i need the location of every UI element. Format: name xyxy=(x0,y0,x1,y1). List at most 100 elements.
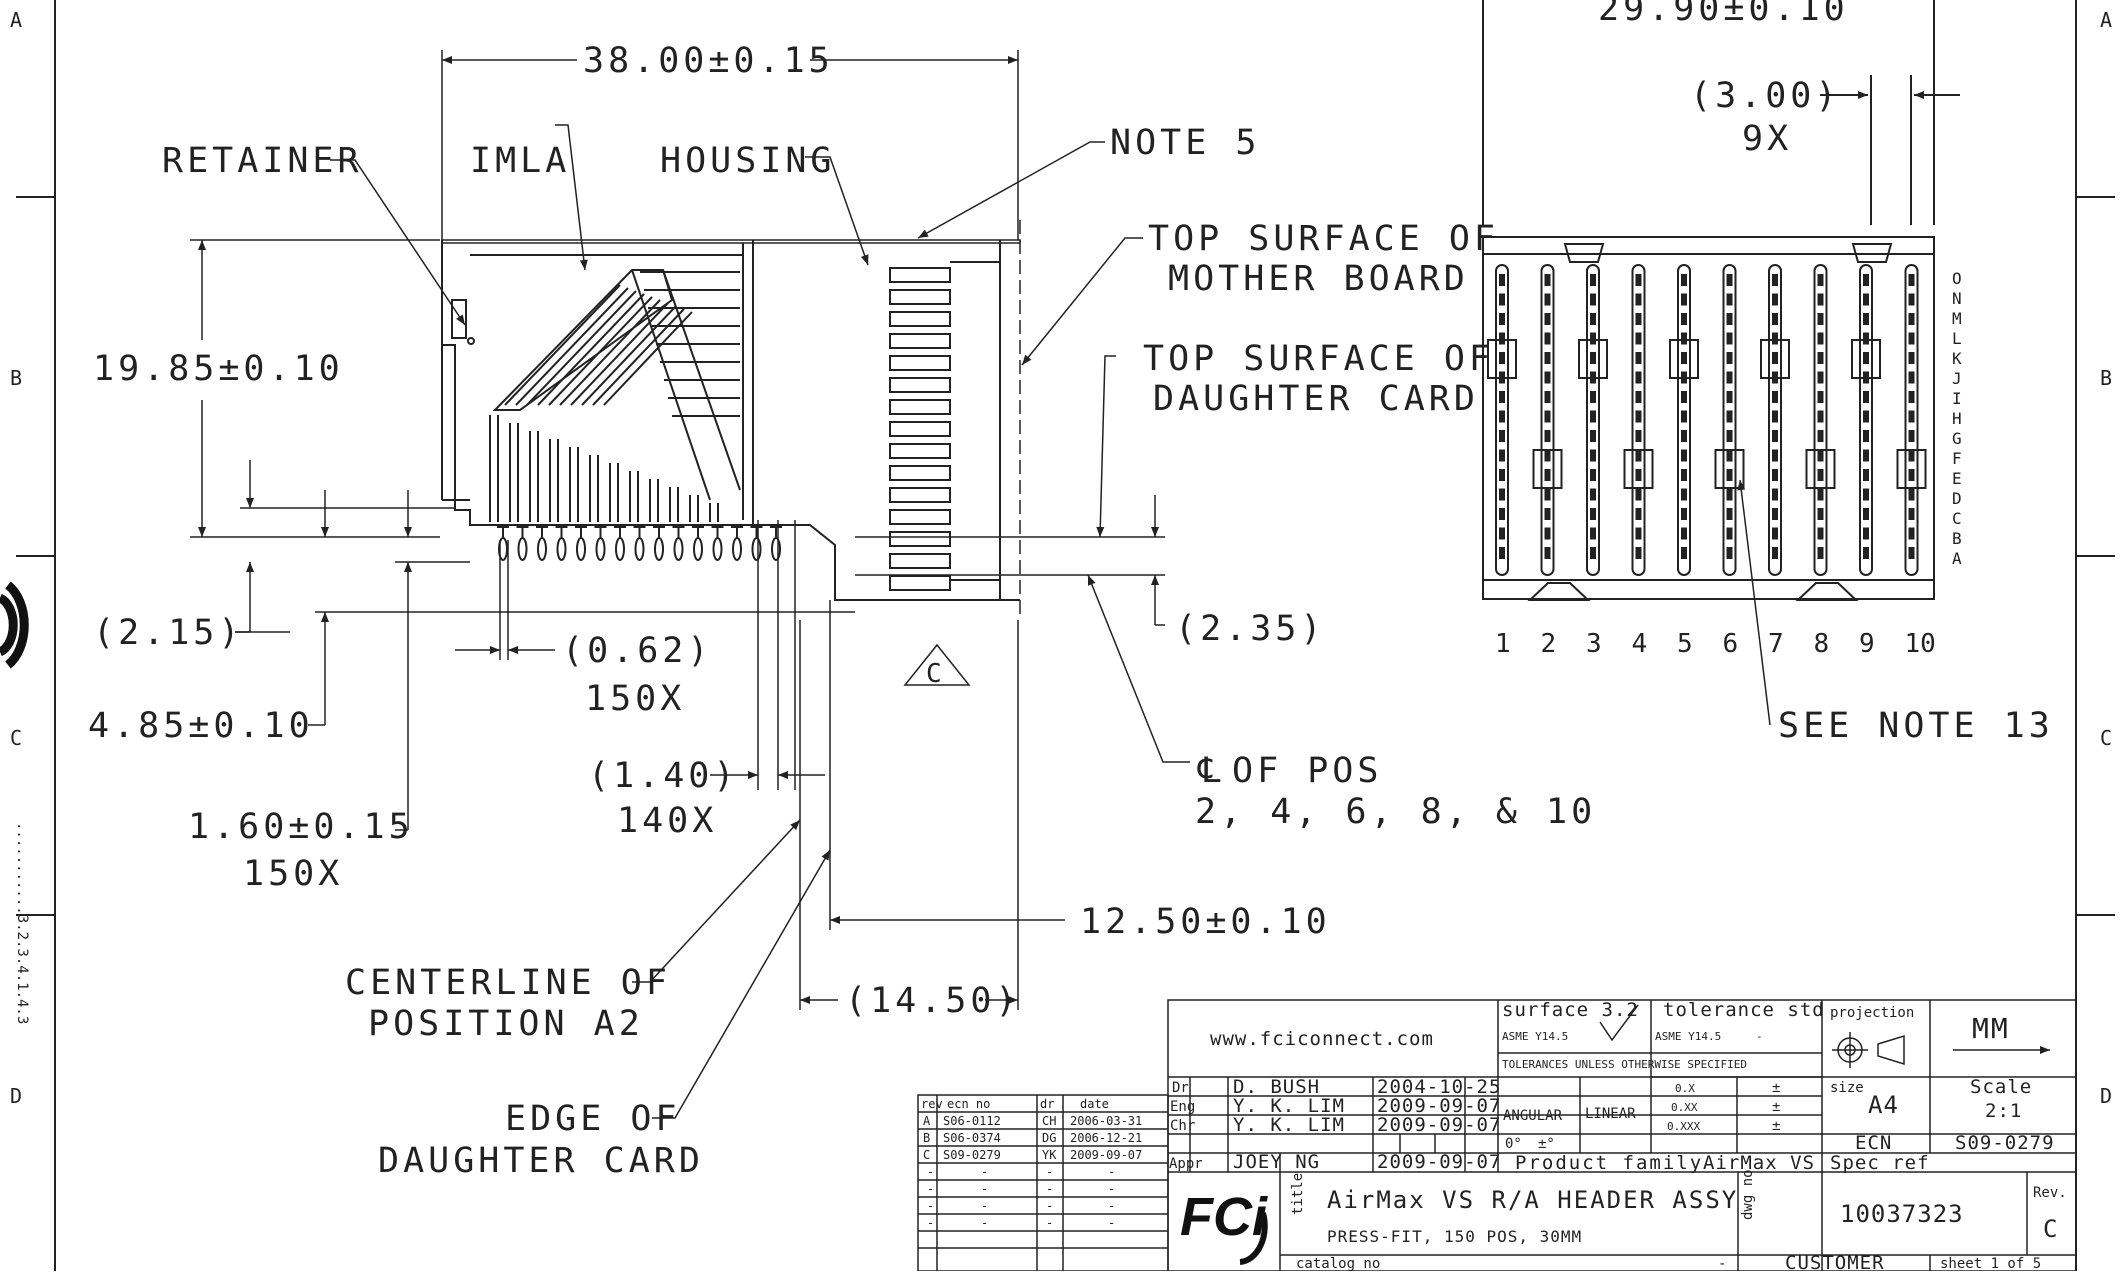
dim-3-00: (3.00) xyxy=(1690,76,1840,116)
tb-customer: CUSTOMER xyxy=(1785,1252,1885,1271)
tb-ecn-label: ECN xyxy=(1855,1132,1892,1154)
dim-12-50: 12.50±0.10 xyxy=(1080,902,1331,942)
dim-14-50: (14.50) xyxy=(845,981,1021,1021)
press-fit-pin xyxy=(555,525,568,561)
tb-catalog-label: catalog no xyxy=(1296,1256,1380,1271)
press-fit-pin xyxy=(536,525,548,561)
imla-lead-diagonal xyxy=(504,284,621,406)
connector-end-view xyxy=(1482,0,1960,601)
tb-scale: 2:1 xyxy=(1985,1100,2022,1122)
title-block-grid xyxy=(1167,999,2077,1272)
column-number: 10 xyxy=(1905,629,1936,659)
row-letter: G xyxy=(1952,429,1962,448)
imla-lead-vertical xyxy=(569,447,579,522)
tb-size-label: size xyxy=(1830,1080,1864,1096)
press-fit-pins xyxy=(497,525,782,561)
label-centerline-symbol: ℄ xyxy=(1197,751,1224,791)
tb-catalog-dash: - xyxy=(1718,1256,1726,1271)
column-number: 5 xyxy=(1677,629,1693,659)
label-centerline-2: POSITION A2 xyxy=(368,1004,644,1044)
column-number: 8 xyxy=(1814,629,1830,659)
imla-lead-vertical xyxy=(709,503,719,522)
imla-lead-vertical xyxy=(589,455,599,522)
zone-letter-right-c: C xyxy=(2100,726,2112,750)
tb-tolerance-std: tolerance std xyxy=(1663,999,1825,1021)
tb-angular-val-1: 0° xyxy=(1505,1136,1522,1152)
revision-triangle: C xyxy=(903,643,971,689)
revision-cell: CH xyxy=(1042,1114,1056,1128)
tb-lin-0x: 0.X xyxy=(1675,1082,1695,1095)
revision-cell: - xyxy=(1108,1165,1115,1179)
row-letter: D xyxy=(1952,489,1962,508)
imla-lead-diagonal xyxy=(548,296,653,406)
tb-title-label: title xyxy=(1290,1173,1306,1215)
revision-header: ecn no xyxy=(947,1097,990,1111)
tb-role-eng: Eng xyxy=(1170,1099,1195,1115)
revision-cell: - xyxy=(1046,1182,1053,1196)
revision-cell: S09-0279 xyxy=(943,1148,1001,1162)
zone-letter-left-a: A xyxy=(10,8,22,32)
revision-triangle-letter: C xyxy=(926,659,942,689)
revision-cell: - xyxy=(981,1216,988,1230)
imla-lead-vertical xyxy=(489,415,499,522)
row-letter: J xyxy=(1952,369,1962,388)
side-vertical-text: ...........3.2.3.4.1.4.3 xyxy=(14,822,30,1024)
end-view-wafer xyxy=(1623,264,1654,576)
label-imla: IMLA xyxy=(470,141,570,181)
imla-lead-diagonal xyxy=(570,302,669,406)
row-letter: F xyxy=(1952,449,1962,468)
tb-angular: ANGULAR xyxy=(1503,1108,1563,1124)
imla-lead-vertical xyxy=(529,431,539,522)
imla-lead-vertical xyxy=(689,495,699,522)
zone-letter-right-a: A xyxy=(2100,8,2112,32)
revision-cell: S06-0374 xyxy=(943,1131,1001,1145)
end-view-wafer xyxy=(1714,264,1745,576)
label-top-daughter-2: DAUGHTER CARD xyxy=(1153,379,1479,419)
revision-cell: - xyxy=(1108,1216,1115,1230)
end-view-wafer xyxy=(1532,264,1563,576)
retainer-tab xyxy=(451,299,467,339)
tb-tol-unless: TOLERANCES UNLESS OTHERWISE SPECIFIED xyxy=(1502,1058,1747,1071)
imla-lead-vertical xyxy=(629,471,639,522)
zone-letter-left-d: D xyxy=(10,1084,22,1108)
tb-lin-0xxx: 0.XXX xyxy=(1667,1120,1700,1133)
tb-title-1: AirMax VS R/A HEADER ASSY xyxy=(1327,1186,1738,1214)
imla-lead-vertical xyxy=(609,463,619,522)
revision-cell: C xyxy=(923,1148,930,1162)
revision-cell: - xyxy=(927,1199,934,1213)
tb-surface-std: ASME Y14.5 xyxy=(1502,1030,1568,1043)
press-fit-pin xyxy=(594,525,607,561)
imla-lead-diagonal xyxy=(603,311,693,406)
dim-29-90-partial: 29.90±0.10 xyxy=(1598,0,1849,29)
end-view-wafer xyxy=(1487,264,1517,576)
imla-leads xyxy=(489,271,740,522)
press-fit-pin xyxy=(575,525,587,561)
row-letter: L xyxy=(1952,329,1962,348)
tb-angular-val-2: ±° xyxy=(1538,1136,1555,1152)
revision-header: date xyxy=(1080,1097,1109,1111)
tb-spec-ref: Spec ref xyxy=(1830,1152,1930,1174)
press-fit-pin xyxy=(497,525,509,561)
callout-labels: RETAINER IMLA HOUSING NOTE 5 TOP SURFACE… xyxy=(162,123,1596,1181)
label-centerline-1: CENTERLINE OF xyxy=(345,963,671,1003)
row-letter: K xyxy=(1952,349,1962,368)
column-number: 9 xyxy=(1859,629,1875,659)
tb-product-family: Product family xyxy=(1515,1152,1703,1174)
column-number: 6 xyxy=(1723,629,1739,659)
fci-logo: FCi xyxy=(1180,1187,1268,1265)
row-letter: H xyxy=(1952,409,1962,428)
label-cl-of-pos: OF POS xyxy=(1232,751,1382,791)
tb-name-eng: Y. K. LIM xyxy=(1233,1095,1345,1117)
revision-cell: S06-0112 xyxy=(943,1114,1001,1128)
housing-contacts xyxy=(889,267,951,591)
tb-title-2: PRESS-FIT, 150 POS, 30MM xyxy=(1327,1227,1582,1246)
column-number: 4 xyxy=(1632,629,1648,659)
revision-cell: 2006-12-21 xyxy=(1070,1131,1142,1145)
dim-2-35: (2.35) xyxy=(1175,609,1325,649)
label-note-5: NOTE 5 xyxy=(1110,123,1260,163)
tb-role-dr: Dr xyxy=(1172,1080,1189,1096)
dim-3-00-qty: 9X xyxy=(1742,119,1792,159)
label-cl-positions: 2, 4, 6, 8, & 10 xyxy=(1195,792,1596,832)
sheet-border xyxy=(16,0,2115,1271)
